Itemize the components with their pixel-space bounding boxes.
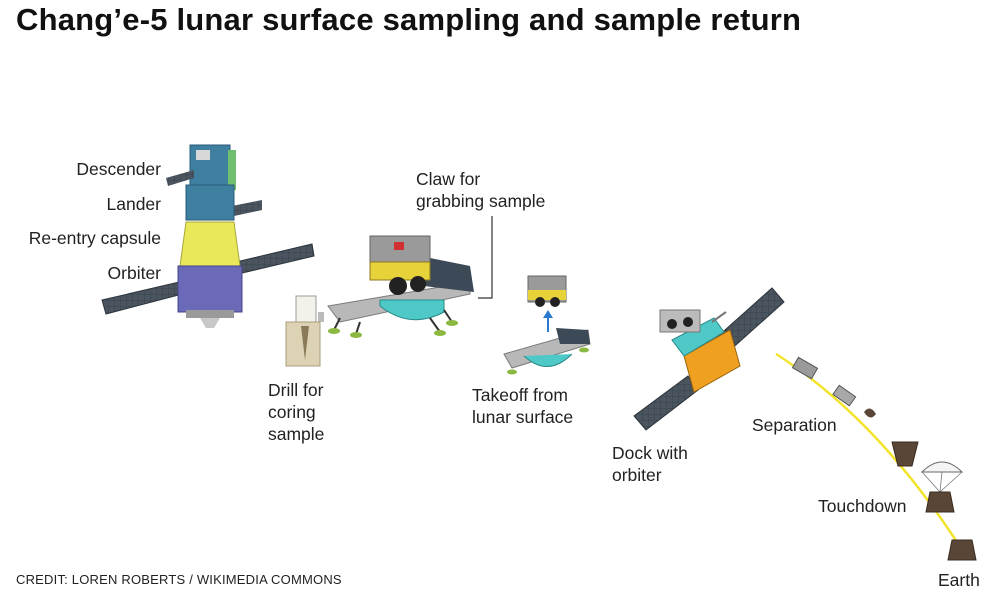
label-dock: Dock with orbiter: [612, 442, 688, 486]
page-title: Chang’e-5 lunar surface sampling and sam…: [16, 2, 802, 37]
label-drill: Drill for coring sample: [268, 379, 324, 445]
label-claw-line-2: grabbing sample: [416, 191, 546, 211]
separation-stage-2: [832, 384, 857, 407]
label-earth: Earth: [938, 570, 980, 590]
label-drill-line-3: sample: [268, 424, 325, 444]
label-dock-line-2: orbiter: [612, 465, 662, 485]
orbiter-solar-panel-right: [235, 243, 315, 275]
separation-stage-1: [791, 356, 819, 380]
label-reentry-capsule: Re-entry capsule: [28, 228, 161, 248]
orbiter-solar-panel-left: [101, 279, 191, 315]
label-lander: Lander: [106, 194, 162, 214]
label-descender: Descender: [76, 159, 161, 179]
capsule-earth: [947, 539, 977, 561]
capsule-touchdown: [925, 491, 955, 513]
return-trajectory: [775, 352, 977, 561]
orbiter-body: [177, 265, 243, 313]
trajectory-path: [775, 352, 968, 557]
parachute: [920, 461, 964, 473]
label-touchdown: Touchdown: [818, 496, 907, 516]
label-drill-line-2: coring: [268, 402, 316, 422]
label-takeoff-line-1: Takeoff from: [472, 385, 568, 405]
label-separation: Separation: [752, 415, 837, 435]
takeoff-illustration: [503, 275, 591, 375]
docking-illustration: [633, 287, 785, 431]
drill-illustration: [285, 295, 324, 367]
label-drill-line-1: Drill for: [268, 380, 324, 400]
label-takeoff-line-2: lunar surface: [472, 407, 574, 427]
lander-illustration: [327, 216, 493, 338]
label-dock-line-1: Dock with: [612, 443, 688, 463]
reentry-capsule: [179, 221, 241, 267]
image-credit: CREDIT: LOREN ROBERTS / WIKIMEDIA COMMON…: [16, 572, 342, 587]
label-takeoff: Takeoff from lunar surface: [472, 384, 573, 428]
claw-pointer-line: [478, 216, 493, 299]
lander-module: [185, 184, 235, 221]
dock-solar-panel-lower: [633, 375, 699, 431]
label-orbiter: Orbiter: [107, 263, 161, 283]
spacecraft-stack: [101, 144, 315, 328]
capsule-small: [864, 408, 876, 418]
label-claw-line-1: Claw for: [416, 169, 481, 189]
capsule-reentry: [891, 441, 919, 467]
lander-solar-panel-right: [232, 200, 262, 216]
lander-solar-panel-left: [166, 170, 194, 186]
label-claw: Claw for grabbing sample: [416, 168, 545, 212]
